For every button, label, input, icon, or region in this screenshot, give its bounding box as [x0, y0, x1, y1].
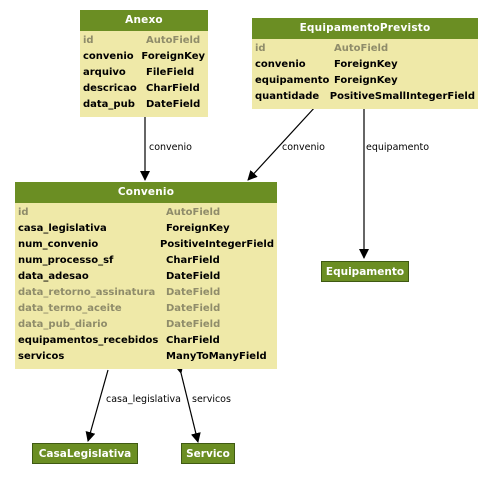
field-type: PositiveIntegerField — [160, 239, 274, 250]
model-equipamentoprevisto-title: EquipamentoPrevisto — [252, 18, 478, 39]
field-name: data_pub_diario — [18, 319, 108, 330]
field-row: id AutoField — [83, 33, 205, 49]
field-type: AutoField — [166, 207, 221, 218]
field-name: convenio — [255, 59, 306, 70]
field-type: DateField — [166, 287, 221, 298]
model-anexo: Anexo id AutoField convenio ForeignKey arqui… — [80, 10, 208, 117]
edge-label-anexo-convenio: convenio — [149, 142, 192, 153]
model-convenio: Convenio id AutoField casa_legislativa Fore… — [15, 182, 277, 369]
field-type: CharField — [166, 255, 220, 266]
model-anexo-fields: id AutoField convenio ForeignKey arquivo File… — [80, 31, 208, 117]
model-servico: Servico — [181, 443, 235, 464]
field-row: num_processo_sf CharField — [18, 253, 274, 269]
edge-label-casa-legislativa: casa_legislativa — [106, 394, 181, 405]
field-name: id — [83, 35, 94, 46]
model-equipamento: Equipamento — [321, 261, 409, 282]
field-name: servicos — [18, 351, 65, 362]
edge-convenio-servico — [173, 363, 201, 443]
field-row: data_termo_aceite DateField — [18, 301, 274, 317]
edge-equipamentoprevisto-convenio — [247, 105, 317, 181]
model-casalegislativa: CasaLegislativa — [32, 443, 138, 464]
field-row: num_convenio PositiveIntegerField — [18, 237, 274, 253]
field-type: DateField — [166, 319, 221, 330]
field-row: data_retorno_assinatura DateField — [18, 285, 274, 301]
field-row: equipamentos_recebidos CharField — [18, 333, 274, 349]
model-convenio-title: Convenio — [15, 182, 277, 203]
field-row: data_pub_diario DateField — [18, 317, 274, 333]
field-name: quantidade — [255, 91, 320, 102]
field-name: data_retorno_assinatura — [18, 287, 156, 298]
field-name: data_termo_aceite — [18, 303, 122, 314]
field-name: data_pub — [83, 99, 135, 110]
field-name: equipamento — [255, 75, 330, 86]
edge-label-servicos: servicos — [192, 394, 231, 405]
field-name: equipamentos_recebidos — [18, 335, 159, 346]
field-name: num_convenio — [18, 239, 99, 250]
field-type: AutoField — [334, 43, 389, 54]
field-type: CharField — [146, 83, 200, 94]
edge-label-equipamentoprevisto-equipamento: equipamento — [366, 142, 430, 153]
field-name: num_processo_sf — [18, 255, 114, 266]
field-row: descricao CharField — [83, 81, 205, 97]
field-name: descricao — [83, 83, 137, 94]
field-row: equipamento ForeignKey — [255, 73, 475, 89]
field-type: ForeignKey — [334, 59, 398, 70]
field-type: DateField — [166, 271, 221, 282]
field-type: PositiveSmallIntegerField — [329, 91, 475, 102]
field-type: ForeignKey — [166, 223, 230, 234]
edge-convenio-casalegislativa — [85, 369, 109, 442]
model-anexo-title: Anexo — [80, 10, 208, 31]
field-name: id — [255, 43, 266, 54]
field-type: DateField — [166, 303, 221, 314]
field-name: convenio — [83, 51, 134, 62]
edge-label-equipamentoprevisto-convenio: convenio — [282, 142, 325, 153]
field-type: AutoField — [146, 35, 201, 46]
field-row: quantidade PositiveSmallIntegerField — [255, 89, 475, 105]
field-row: arquivo FileField — [83, 65, 205, 81]
field-name: arquivo — [83, 67, 126, 78]
field-type: DateField — [146, 99, 201, 110]
field-row: data_adesao DateField — [18, 269, 274, 285]
field-row: servicos ManyToManyField — [18, 349, 274, 365]
field-row: id AutoField — [255, 41, 475, 57]
field-row: convenio ForeignKey — [83, 49, 205, 65]
field-name: data_adesao — [18, 271, 89, 282]
field-type: ManyToManyField — [166, 351, 267, 362]
model-convenio-fields: id AutoField casa_legislativa ForeignKey num… — [15, 203, 277, 369]
field-type: FileField — [146, 67, 195, 78]
field-type: ForeignKey — [141, 51, 205, 62]
field-name: casa_legislativa — [18, 223, 107, 234]
field-type: CharField — [166, 335, 220, 346]
field-name: id — [18, 207, 29, 218]
field-type: ForeignKey — [334, 75, 398, 86]
field-row: data_pub DateField — [83, 97, 205, 113]
field-row: convenio ForeignKey — [255, 57, 475, 73]
field-row: casa_legislativa ForeignKey — [18, 221, 274, 237]
field-row: id AutoField — [18, 205, 274, 221]
